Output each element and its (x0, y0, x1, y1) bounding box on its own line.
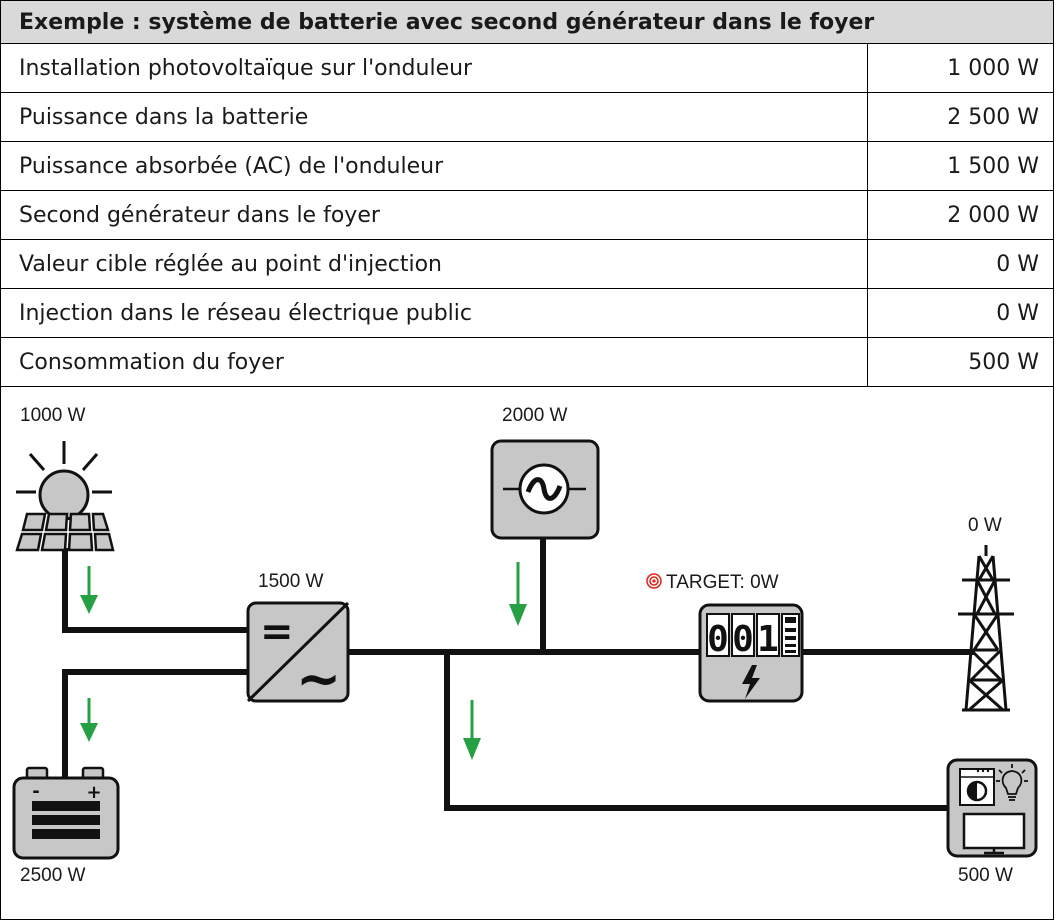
table-row: Valeur cible réglée au point d'injection… (0, 239, 1054, 289)
row-label: Injection dans le réseau électrique publ… (0, 288, 868, 338)
flow-arrows (80, 562, 527, 760)
generator-power-label: 2000 W (502, 405, 568, 426)
battery-icon: - + (12, 766, 120, 860)
row-label: Consommation du foyer (0, 337, 868, 387)
row-label: Puissance dans la batterie (0, 92, 868, 142)
info-table: Exemple : système de batterie avec secon… (0, 0, 1054, 387)
row-label: Second générateur dans le foyer (0, 190, 868, 240)
row-value: 500 W (867, 337, 1054, 387)
inverter-dc-symbol: = (260, 609, 294, 655)
row-value: 1 500 W (867, 141, 1054, 191)
battery-power-label: 2500 W (20, 865, 86, 886)
pv-power-label: 1000 W (20, 405, 86, 426)
battery-plus-sign: + (86, 782, 101, 803)
table-title: Exemple : système de batterie avec secon… (0, 0, 1054, 44)
table-row: Injection dans le réseau électrique publ… (0, 288, 1054, 338)
row-label: Valeur cible réglée au point d'injection (0, 239, 868, 289)
grid-power-label: 0 W (968, 515, 1002, 536)
connection-lines (62, 538, 975, 811)
row-value: 1 000 W (867, 43, 1054, 93)
consumer-line (444, 652, 948, 811)
meter-digit: 1 (757, 619, 779, 660)
arrow-down-icon (80, 698, 98, 742)
arrow-down-icon (80, 566, 98, 614)
table-row: Consommation du foyer 500 W (0, 337, 1054, 387)
target-label: TARGET: 0W (666, 572, 779, 593)
table-header-row: Exemple : système de batterie avec secon… (0, 0, 1054, 44)
power-tower-icon (958, 545, 1014, 712)
meter-digit: 0 (707, 619, 729, 660)
monitor-icon (962, 812, 1026, 855)
light-bulb-icon (996, 764, 1028, 801)
row-value: 0 W (867, 239, 1054, 289)
solar-panel-icon (15, 441, 115, 552)
row-label: Puissance absorbée (AC) de l'onduleur (0, 141, 868, 191)
lightning-icon (742, 665, 760, 699)
table-row: Second générateur dans le foyer 2 000 W (0, 190, 1054, 240)
household-appliances-icon (946, 758, 1038, 858)
battery-minus-sign: - (32, 781, 39, 802)
pv-line (62, 548, 250, 633)
target-icon (646, 573, 662, 589)
arrow-down-icon (463, 700, 481, 760)
generator-icon (490, 439, 600, 540)
battery-line (62, 669, 250, 778)
washing-machine-icon (959, 768, 995, 806)
table-row: Puissance dans la batterie 2 500 W (0, 92, 1054, 142)
table-row: Puissance absorbée (AC) de l'onduleur 1 … (0, 141, 1054, 191)
arrow-down-icon (509, 562, 527, 626)
energy-meter-icon: 0 0 1 (698, 603, 804, 703)
inverter-ac-symbol: ~ (296, 647, 341, 710)
rolling-digit-icon (785, 617, 796, 653)
row-value: 2 000 W (867, 190, 1054, 240)
consumer-power-label: 500 W (958, 865, 1013, 886)
meter-digit: 0 (732, 619, 754, 660)
inverter-power-label: 1500 W (258, 571, 324, 592)
inverter-icon: = ~ (246, 601, 350, 710)
row-value: 2 500 W (867, 92, 1054, 142)
